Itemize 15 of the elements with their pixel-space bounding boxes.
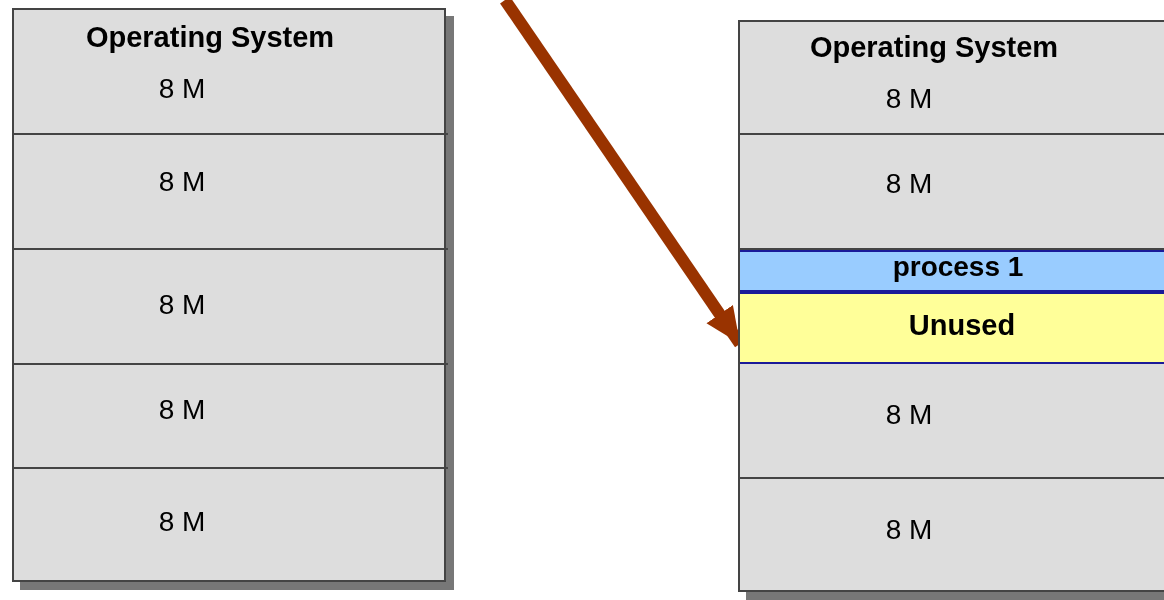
partition-size: 8 M (158, 290, 206, 321)
memory-partition (740, 250, 1164, 292)
partition-title: Operating System (809, 32, 1059, 64)
partition-size: 8 M (158, 74, 206, 105)
partition-title: Unused (908, 310, 1016, 342)
partition-title: process 1 (892, 252, 1024, 283)
memory-partition (740, 292, 1164, 364)
partition-size: 8 M (885, 169, 933, 200)
partition-size: 8 M (885, 84, 933, 115)
partition-size: 8 M (158, 167, 206, 198)
partition-size: 8 M (885, 400, 933, 431)
partition-title: Operating System (85, 22, 335, 54)
partition-size: 8 M (158, 507, 206, 538)
partition-size: 8 M (885, 515, 933, 546)
partition-size: 8 M (158, 395, 206, 426)
